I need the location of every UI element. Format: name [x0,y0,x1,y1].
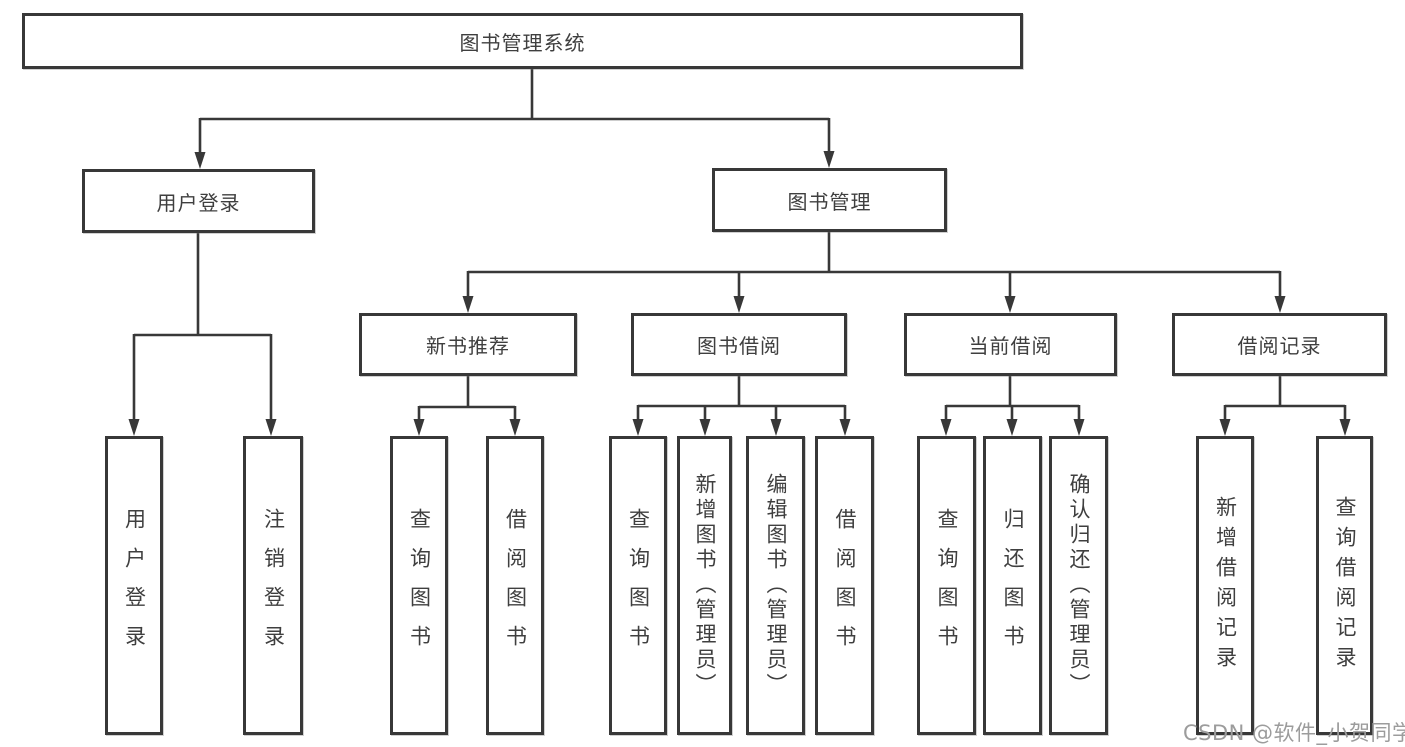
arrow-down-icon [509,419,521,436]
arrow-down-icon [632,419,644,436]
leaf-label: 查询图书 [407,507,432,664]
arrow-down-icon [1004,296,1016,313]
leaf-query-books-borrow: 查询图书 [609,436,667,735]
node-label: 用户登录 [156,190,241,215]
leaf-add-books-admin: 新增图书（管理员） [677,436,732,735]
leaf-query-borrow-record: 查询借阅记录 [1316,436,1373,735]
arrow-down-icon [770,419,782,436]
leaf-edit-books-admin: 编辑图书（管理员） [746,436,805,735]
leaf-borrow-books-recommend: 借阅图书 [486,436,544,735]
arrow-down-icon [1339,419,1351,436]
arrow-down-icon [839,419,851,436]
arrow-down-icon [413,419,425,436]
node-label: 当前借阅 [968,334,1053,358]
arrow-down-icon [823,151,835,168]
arrow-down-icon [940,419,952,436]
arrow-down-icon [699,419,711,436]
node-label: 图书借阅 [697,334,781,358]
leaf-label: 新增借阅记录 [1213,495,1238,676]
arrow-down-icon [1006,419,1018,436]
leaf-confirm-return-admin: 确认归还（管理员） [1049,436,1108,735]
leaf-logout: 注销登录 [243,436,303,735]
node-new-book-recommend: 新书推荐 [359,313,577,376]
node-book-borrowing: 图书借阅 [631,313,847,376]
leaf-label: 确认归还（管理员） [1067,473,1091,698]
leaf-user-login: 用户登录 [105,436,163,735]
arrowhead-icons [128,151,1351,436]
leaf-label: 注销登录 [261,507,286,664]
arrow-down-icon [128,419,140,436]
leaf-label: 归还图书 [1001,507,1025,664]
node-label: 借阅记录 [1237,334,1322,358]
leaf-label: 借阅图书 [833,507,857,664]
node-root-system: 图书管理系统 [22,13,1023,69]
leaf-query-books-recommend: 查询图书 [390,436,448,735]
leaf-label: 新增图书（管理员） [693,473,717,698]
node-current-borrowing: 当前借阅 [904,313,1117,376]
node-borrowing-records: 借阅记录 [1172,313,1387,376]
leaf-label: 查询图书 [935,507,959,664]
arrow-down-icon [194,152,206,169]
leaf-borrow-books: 借阅图书 [815,436,874,735]
node-user-login-group: 用户登录 [82,169,315,233]
arrow-down-icon [733,296,745,313]
leaf-label: 查询借阅记录 [1333,495,1357,676]
leaf-label: 编辑图书（管理员） [764,473,788,698]
leaf-add-borrow-record: 新增借阅记录 [1196,436,1254,735]
arrow-down-icon [1274,296,1286,313]
leaf-query-books-current: 查询图书 [917,436,976,735]
arrow-down-icon [462,296,474,313]
arrow-down-icon [1073,419,1085,436]
leaf-return-books: 归还图书 [983,436,1042,735]
csdn-watermark: CSDN @软件_小贺同学 [1183,721,1405,745]
node-root-label: 图书管理系统 [459,30,586,55]
node-label: 图书管理 [787,189,872,214]
connector-edges [132,69,1347,419]
node-book-management-group: 图书管理 [712,168,947,232]
arrow-down-icon [265,419,277,436]
leaf-label: 用户登录 [122,507,147,664]
arrow-down-icon [1219,419,1231,436]
node-label: 新书推荐 [426,334,510,358]
leaf-label: 查询图书 [626,507,651,664]
leaf-label: 借阅图书 [503,507,528,664]
